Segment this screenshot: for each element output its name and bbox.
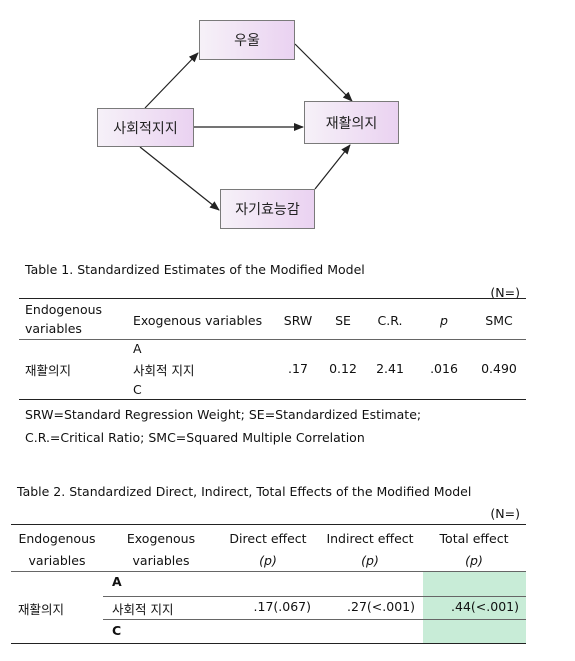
- table1-cell-exogenous-support: 사회적 지지: [133, 363, 195, 378]
- table2-header-exogenous-1: Exogenous: [126, 531, 196, 546]
- table1-header-cr: C.R.: [377, 313, 403, 328]
- arrow-support-to-depression: [144, 52, 199, 109]
- table2-cell-endogenous: 재활의지: [18, 602, 65, 617]
- table1-cell-srw: .17: [288, 361, 308, 376]
- table2-top-rule: [11, 524, 526, 525]
- table2-header-endogenous-2: variables: [28, 553, 86, 568]
- table2-header-total-1: Total effect: [439, 531, 509, 546]
- table2-cell-exogenous-c: C: [112, 623, 122, 638]
- table1-header-srw: SRW: [283, 313, 313, 328]
- table2-caption: Table 2. Standardized Direct, Indirect, …: [17, 484, 472, 499]
- table1-caption: Table 1. Standardized Estimates of the M…: [25, 262, 365, 277]
- table1-top-rule: [19, 298, 526, 299]
- table1-cell-smc: 0.490: [481, 361, 517, 376]
- table1-cell-cr: 2.41: [376, 361, 404, 376]
- arrow-depression-to-rehab: [294, 43, 353, 102]
- table2-header-endogenous-1: Endogenous: [18, 531, 96, 546]
- table2-header-direct-1: Direct effect: [229, 531, 307, 546]
- table2-header-rule: [11, 571, 526, 572]
- diagram-arrows: [139, 43, 353, 211]
- arrow-support-to-efficacy: [139, 146, 220, 211]
- table1-cell-exogenous-c: C: [133, 382, 142, 397]
- table2-bottom-rule: [11, 643, 526, 644]
- table2-cell-total: .44(<.001): [451, 599, 519, 614]
- table2-header-exogenous-2: variables: [132, 553, 190, 568]
- table1-header-endogenous-2: variables: [25, 321, 82, 336]
- table2-cell-exogenous-support: 사회적 지지: [112, 602, 174, 617]
- table2-n-note: (N=): [490, 506, 520, 521]
- table2-header-indirect-1: Indirect effect: [326, 531, 414, 546]
- table2-header-total-2: (p): [465, 553, 483, 568]
- table1-header-exogenous: Exogenous variables: [133, 313, 263, 328]
- table1-header-endogenous-1: Endogenous: [25, 302, 103, 317]
- table2-total-highlight: [423, 571, 526, 644]
- table2-header-direct-2: (p): [259, 553, 277, 568]
- table1-header-se: SE: [335, 313, 351, 328]
- table1-cell-endogenous: 재활의지: [25, 363, 72, 378]
- table1-cell-se: 0.12: [329, 361, 357, 376]
- node-social-support: 사회적지지: [97, 108, 194, 147]
- node-depression: 우울: [199, 20, 295, 60]
- table1-header-rule: [19, 339, 526, 340]
- arrow-efficacy-to-rehab: [314, 144, 351, 190]
- table2-header-indirect-2: (p): [361, 553, 379, 568]
- table1-n-note: (N=): [490, 285, 520, 300]
- table1-cell-exogenous-a: A: [133, 341, 142, 356]
- node-self-efficacy: 자기효능감: [220, 189, 315, 229]
- table1-header-smc: SMC: [485, 313, 513, 328]
- table2-row-rule-2: [103, 619, 526, 620]
- node-rehab-will: 재활의지: [304, 101, 399, 144]
- table1-cell-p: .016: [430, 361, 458, 376]
- table1-header-p: p: [440, 313, 448, 328]
- table1-footnote-2: C.R.=Critical Ratio; SMC=Squared Multipl…: [25, 430, 365, 445]
- table2-cell-exogenous-a: A: [112, 574, 122, 589]
- table1-footnote-1: SRW=Standard Regression Weight; SE=Stand…: [25, 407, 422, 422]
- table2-cell-indirect: .27(<.001): [347, 599, 415, 614]
- table1-bottom-rule: [19, 399, 526, 400]
- path-diagram: 우울 사회적지지 재활의지 자기효능감: [0, 0, 575, 240]
- table2-cell-direct: .17(.067): [253, 599, 311, 614]
- table2-row-rule-1: [103, 596, 526, 597]
